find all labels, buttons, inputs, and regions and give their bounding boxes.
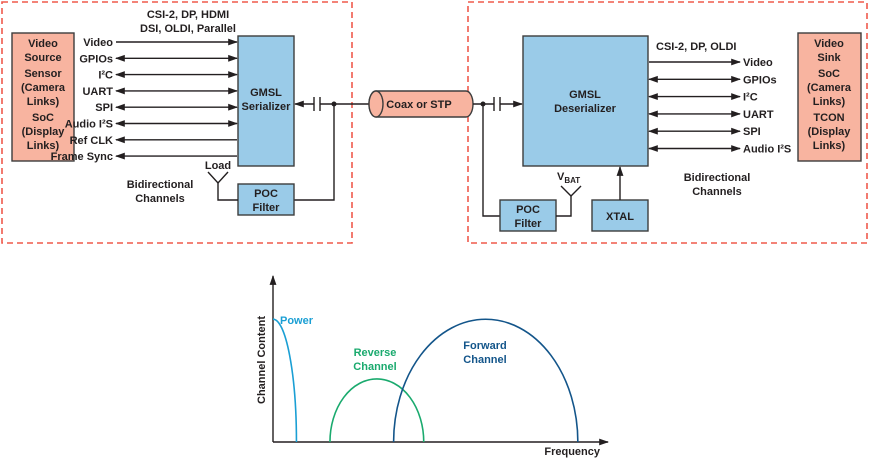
- y-axis-label: Channel Content: [256, 316, 268, 404]
- ser-signal-label: Ref CLK: [70, 135, 113, 147]
- box-text-line: Sink: [817, 52, 841, 64]
- ser-signal-label: Frame Sync: [51, 151, 113, 163]
- des-poc-filter: [499, 199, 557, 232]
- box-text-line: Sensor: [24, 68, 62, 80]
- des-signal-label: Video: [743, 57, 773, 69]
- ser-signal-label: UART: [82, 86, 113, 98]
- deserializer-label-1: GMSL: [569, 89, 601, 101]
- series-reverse-channel: [329, 378, 425, 443]
- ser-signal-label: SPI: [95, 102, 113, 114]
- ser-protocols-line1: CSI-2, DP, HDMI: [147, 9, 229, 21]
- vbat-antenna-icon: [560, 185, 582, 197]
- box-text-line: TCON: [813, 112, 844, 124]
- serializer-label-1: GMSL: [250, 87, 282, 99]
- serializer-enclosure: [1, 1, 353, 244]
- gmsl-serializer-chip: [237, 35, 295, 167]
- load-antenna-icon: [207, 171, 229, 185]
- series-forward-channel: [392, 318, 579, 443]
- cable-label: Coax or STP: [386, 99, 451, 111]
- coax-cable: Coax or STP: [368, 90, 474, 118]
- box-text-line: SoC: [818, 68, 840, 80]
- x-axis-label: Frequency: [544, 446, 601, 458]
- des-signal-label: Audio I²S: [743, 144, 791, 156]
- box-text-line: Links): [813, 96, 846, 108]
- ser-signal-label: Video: [83, 37, 113, 49]
- des-signal-label: I²C: [743, 92, 758, 104]
- des-bidir-label-1: Bidirectional: [684, 172, 751, 184]
- serializer-label-2: Serializer: [242, 101, 292, 113]
- box-text-line: (Display: [808, 126, 852, 138]
- box-text-line: Links): [27, 96, 60, 108]
- box-text-line: SoC: [32, 112, 54, 124]
- ser-poc-label-1: POC: [254, 188, 278, 200]
- series-power: [272, 318, 298, 443]
- des-poc-label-1: POC: [516, 204, 540, 216]
- spectrum-chart: Channel Content Frequency Power Reverse …: [256, 275, 609, 458]
- power-label: Power: [280, 315, 314, 327]
- des-signal-label: SPI: [743, 126, 761, 138]
- box-text-line: (Camera: [807, 82, 852, 94]
- box-text-line: Source: [24, 52, 61, 64]
- xtal-label: XTAL: [606, 211, 634, 223]
- box-text-line: (Camera: [21, 82, 66, 94]
- ser-bidir-label-2: Channels: [135, 193, 185, 205]
- gmsl-deserializer-chip: [522, 35, 649, 167]
- box-text-line: Links): [27, 140, 60, 152]
- box-text-line: (Display: [22, 126, 66, 138]
- box-text-line: Links): [813, 140, 846, 152]
- des-signal-label: UART: [743, 109, 774, 121]
- forward-label-2: Channel: [463, 354, 506, 366]
- box-text-line: Video: [814, 38, 844, 50]
- deserializer-label-2: Deserializer: [554, 103, 616, 115]
- des-poc-label-2: Filter: [515, 218, 543, 230]
- ser-poc-label-2: Filter: [253, 202, 281, 214]
- des-poc-line: [482, 104, 500, 217]
- vbat-label: VBAT: [557, 171, 580, 185]
- des-signal-label: GPIOs: [743, 74, 777, 86]
- ser-poc-filter: [237, 183, 295, 216]
- load-label: Load: [205, 160, 231, 172]
- ser-signal-label: I²C: [98, 70, 113, 82]
- reverse-label-2: Channel: [353, 361, 396, 373]
- video-sink-text: VideoSinkSoC(CameraLinks)TCON(DisplayLin…: [807, 38, 852, 152]
- forward-label-1: Forward: [463, 340, 506, 352]
- ser-protocols-line2: DSI, OLDI, Parallel: [140, 23, 236, 35]
- video-source-box: [11, 32, 75, 162]
- ser-poc-line: [294, 104, 335, 201]
- video-sink-box: [797, 32, 862, 162]
- ser-signal-label: Audio I²S: [65, 119, 113, 131]
- reverse-label-1: Reverse: [354, 347, 397, 359]
- des-protocols: CSI-2, DP, OLDI: [656, 41, 736, 53]
- des-bidir-label-2: Channels: [692, 186, 742, 198]
- ser-bidir-label-1: Bidirectional: [127, 179, 194, 191]
- load-line: [217, 183, 238, 201]
- vbat-line: [556, 196, 572, 217]
- ser-signal-label: GPIOs: [79, 53, 113, 65]
- box-text-line: Video: [28, 38, 58, 50]
